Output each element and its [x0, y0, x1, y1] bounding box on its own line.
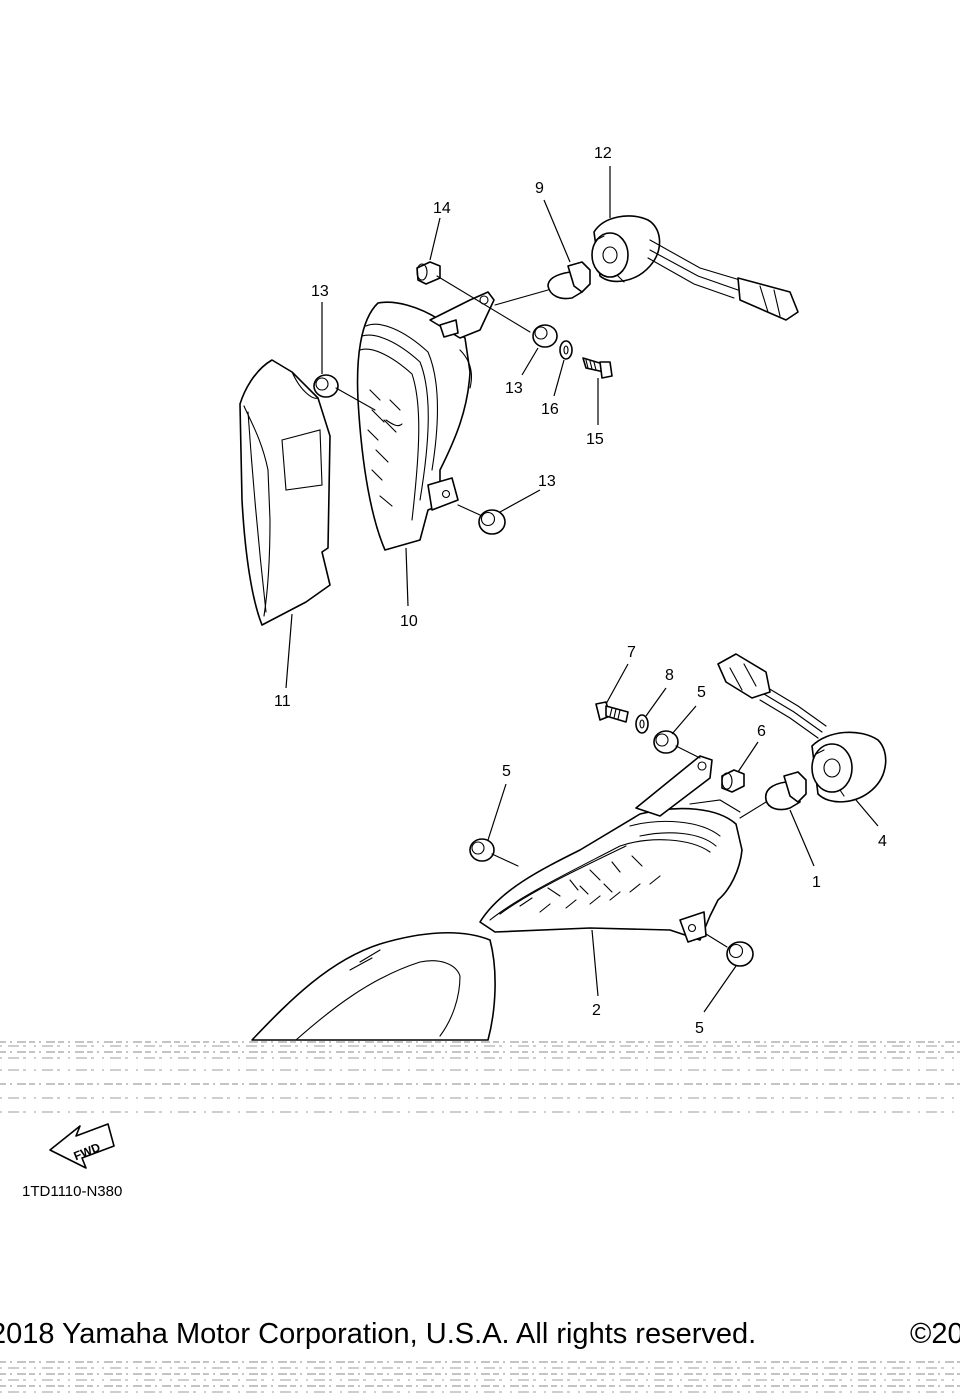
part-8-washer [635, 714, 649, 734]
callout-15: 15 [586, 431, 604, 448]
footer-noise-band [0, 1361, 960, 1393]
callout-5: 5 [695, 1020, 704, 1037]
leader-lines [285, 166, 879, 1013]
callout-16: 16 [541, 401, 559, 418]
callout-labels: 12 9 14 13 13 16 15 13 10 11 7 8 5 6 5 4… [274, 145, 887, 1037]
part-13-grommet-lower [457, 504, 506, 535]
callout-13: 13 [311, 283, 329, 300]
callout-11: 11 [274, 693, 291, 710]
part-2-lens-housing [479, 755, 743, 943]
callout-8: 8 [665, 667, 674, 684]
part-1-bulb [764, 771, 807, 811]
part-14-collar [416, 261, 441, 285]
part-5-grommet-left [469, 838, 519, 867]
part-13-grommet-upper [532, 324, 558, 348]
part-5-grommet-lower [705, 933, 754, 967]
part-6-collar [721, 769, 745, 793]
part-13-grommet-left [313, 374, 376, 411]
lower-cover [251, 932, 496, 1041]
lower-flasher-assembly [251, 653, 887, 1041]
part-5-grommet-upper [653, 730, 701, 759]
part-10-lens-housing [356, 291, 495, 551]
callout-9: 9 [535, 180, 544, 197]
part-4-socket [717, 653, 887, 803]
callout-4: 4 [878, 833, 887, 850]
scan-noise-band [0, 1041, 960, 1113]
callout-10: 10 [400, 613, 418, 630]
copyright-text-right: ©20 [910, 1318, 960, 1350]
callout-5: 5 [502, 763, 511, 780]
part-15-bolt [582, 357, 613, 379]
callout-14: 14 [433, 200, 451, 217]
callout-5: 5 [697, 684, 706, 701]
upper-flasher-assembly [239, 215, 799, 626]
diagram-code: 1TD1110-N380 [22, 1183, 123, 1200]
fwd-arrow-icon: FWD [49, 1123, 115, 1169]
part-7-bolt [595, 701, 629, 723]
part-16-washer [559, 340, 573, 360]
callout-7: 7 [627, 644, 636, 661]
callout-13: 13 [505, 380, 523, 397]
part-12-socket [591, 215, 799, 321]
part-11-cover [239, 359, 331, 626]
callout-1: 1 [812, 874, 821, 891]
callout-2: 2 [592, 1002, 601, 1019]
callout-12: 12 [594, 145, 612, 162]
part-9-bulb [547, 261, 591, 300]
callout-13: 13 [538, 473, 556, 490]
copyright-text: 2018 Yamaha Motor Corporation, U.S.A. Al… [0, 1318, 757, 1350]
callout-6: 6 [757, 723, 766, 740]
